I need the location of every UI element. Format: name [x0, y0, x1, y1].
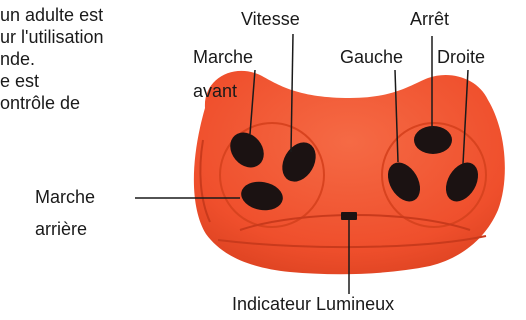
- label-arret: Arrêt: [410, 8, 449, 30]
- stop-button[interactable]: [414, 126, 452, 154]
- label-vitesse: Vitesse: [241, 8, 300, 30]
- label-marche-avant-1: Marche: [193, 46, 253, 68]
- label-marche-avant-2: avant: [193, 80, 237, 102]
- label-droite: Droite: [437, 46, 485, 68]
- label-gauche: Gauche: [340, 46, 403, 68]
- indicator-light: [341, 212, 357, 220]
- label-marche-arriere-2: arrière: [35, 218, 87, 240]
- label-marche-arriere-1: Marche: [35, 186, 95, 208]
- label-indicateur-lumineux: Indicateur Lumineux: [232, 293, 394, 315]
